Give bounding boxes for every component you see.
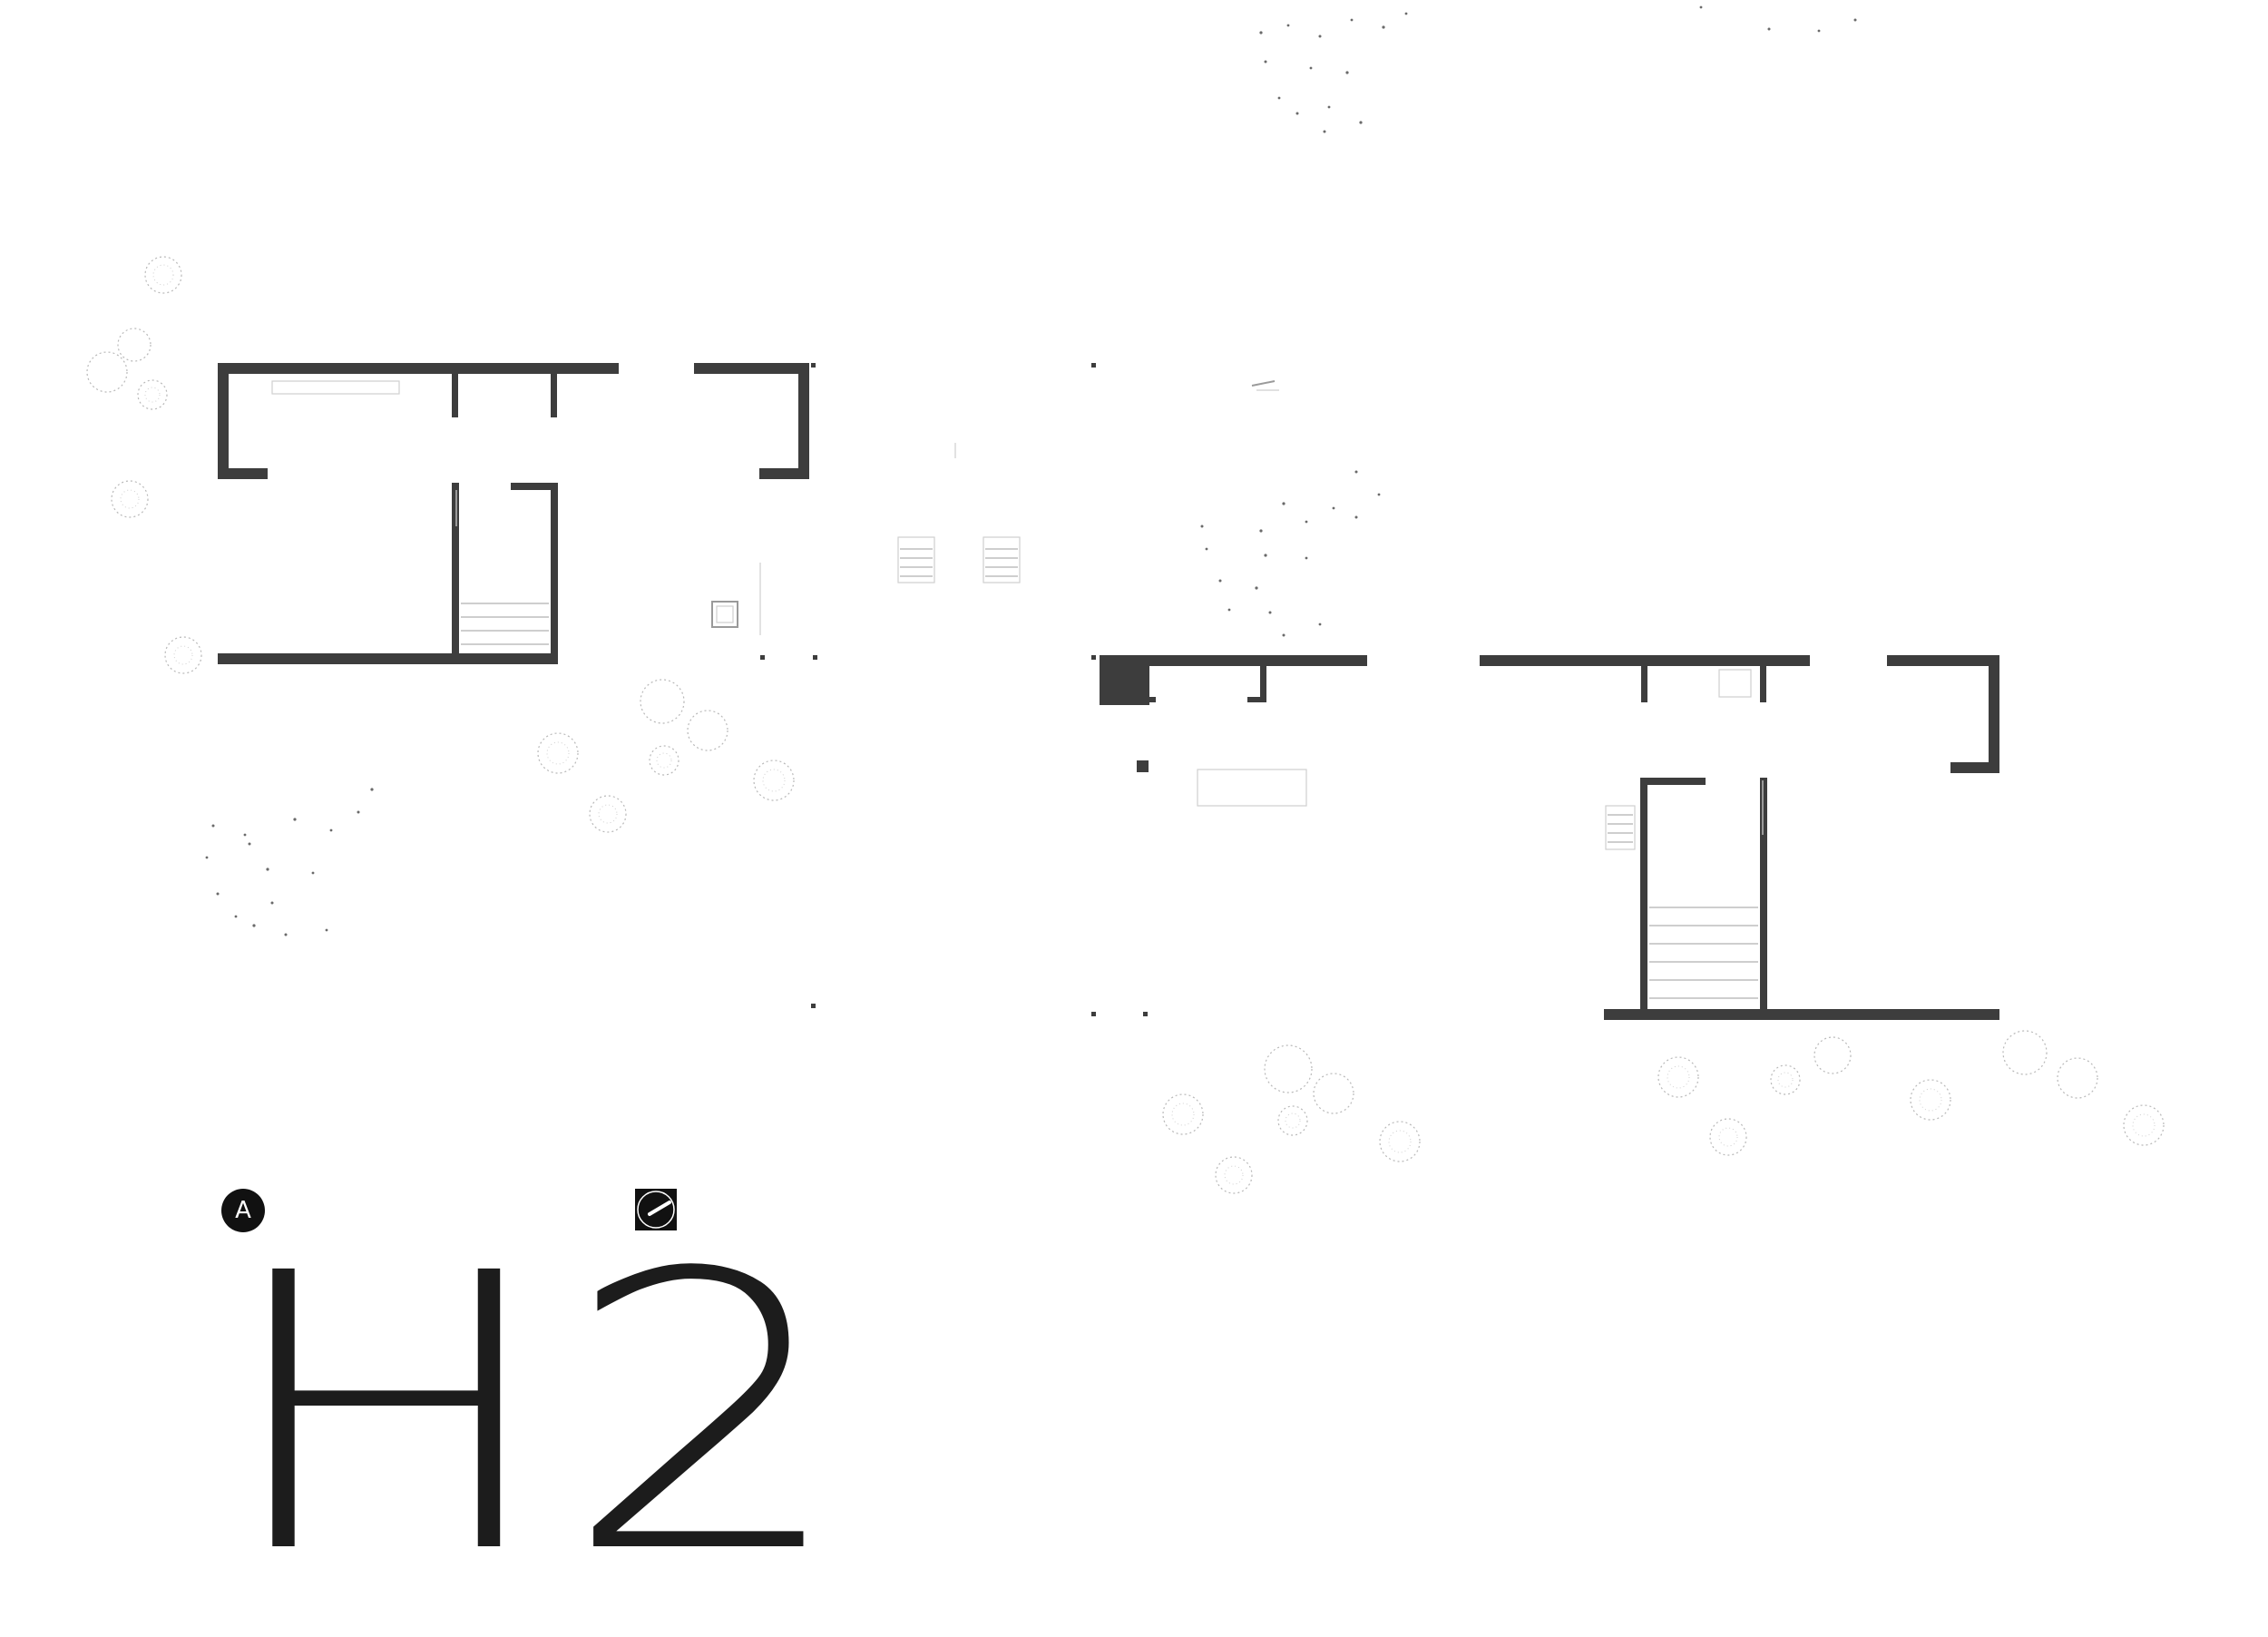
left-partition-1 bbox=[452, 372, 458, 417]
vegetation bbox=[86, 256, 2165, 1194]
right-core-east bbox=[1760, 778, 1767, 1015]
left-core-top bbox=[511, 483, 558, 490]
left-west-return bbox=[218, 468, 268, 479]
left-east-return bbox=[759, 468, 809, 479]
left-core-floor-hatch bbox=[461, 603, 549, 645]
section-marker-label: A bbox=[235, 1197, 251, 1224]
right-top-wall-c bbox=[1887, 655, 1999, 666]
right-east-wall bbox=[1989, 655, 1999, 773]
right-top-wall-a bbox=[1100, 655, 1367, 666]
left-top-wall-a bbox=[218, 363, 619, 374]
left-core-east bbox=[551, 483, 558, 664]
floor-plan-drawing bbox=[86, 5, 2165, 1194]
right-building bbox=[1100, 655, 1999, 1020]
section-marker-icon: A bbox=[221, 1189, 265, 1232]
central-pavilion bbox=[711, 363, 1279, 1016]
right-bottom-wall bbox=[1604, 1009, 1999, 1020]
chair-1 bbox=[711, 601, 738, 628]
north-arrow-icon bbox=[635, 1189, 677, 1230]
bench-1 bbox=[897, 536, 935, 583]
right-core-top bbox=[1640, 778, 1706, 785]
right-east-return bbox=[1950, 762, 1999, 773]
left-west-wall bbox=[218, 363, 229, 479]
right-partition-2 bbox=[1641, 662, 1647, 702]
left-building bbox=[218, 363, 809, 664]
left-partition-2 bbox=[551, 372, 557, 417]
right-top-wall-b bbox=[1480, 655, 1810, 666]
bench-2 bbox=[982, 536, 1021, 583]
right-core-floor-hatch bbox=[1649, 907, 1758, 999]
right-partition-1 bbox=[1260, 662, 1266, 702]
left-floor-zone bbox=[271, 380, 400, 395]
left-top-wall-b bbox=[694, 363, 809, 374]
block-title: H2 bbox=[218, 1193, 855, 1637]
right-stair bbox=[1605, 805, 1636, 850]
left-east-wall bbox=[798, 363, 809, 479]
left-bottom-wall bbox=[218, 653, 558, 664]
right-core-west bbox=[1640, 778, 1647, 1015]
left-core-west bbox=[452, 483, 459, 664]
right-partition-3 bbox=[1760, 662, 1766, 702]
ground-specks bbox=[205, 5, 1857, 936]
